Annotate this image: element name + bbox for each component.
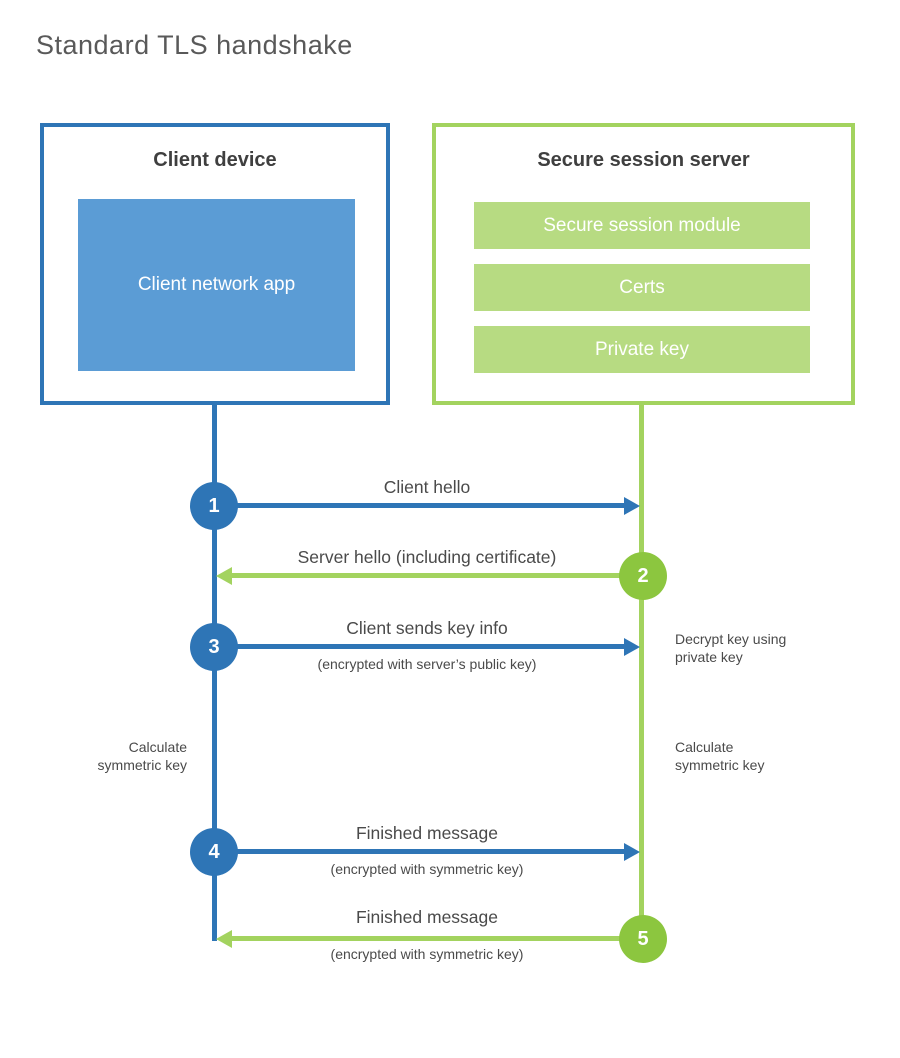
secure-session-server-heading: Secure session server	[537, 149, 750, 171]
note-calculate-symmetric-key-server: Calculate symmetric key	[675, 739, 765, 773]
step-circle-3: 3	[190, 623, 238, 671]
message-label-client-hello: Client hello	[383, 477, 471, 497]
arrowhead-left-icon	[216, 930, 232, 948]
message-label-server-hello: Server hello (including certificate)	[297, 547, 557, 567]
message-sub-client-key-info: (encrypted with server’s public key)	[317, 656, 537, 672]
server-module-label: Certs	[619, 276, 665, 298]
client-network-app-box: Client network app	[78, 199, 355, 371]
step-circle-2: 2	[619, 552, 667, 600]
client-lifeline	[212, 405, 217, 941]
arrowhead-right-icon	[624, 843, 640, 861]
server-module-private-key: Private key	[474, 326, 810, 373]
server-module-certs: Certs	[474, 264, 810, 311]
arrow-client-key-info	[214, 644, 624, 649]
step-number: 5	[637, 927, 649, 950]
step-number: 3	[208, 635, 220, 658]
arrowhead-left-icon	[216, 567, 232, 585]
page-title: Standard TLS handshake	[36, 30, 353, 60]
step-circle-5: 5	[619, 915, 667, 963]
arrowhead-right-icon	[624, 638, 640, 656]
step-number: 2	[637, 564, 649, 587]
server-module-secure-session: Secure session module	[474, 202, 810, 249]
note-calculate-symmetric-key-client: Calculate symmetric key	[97, 739, 187, 773]
server-module-label: Private key	[595, 338, 689, 360]
message-label-finished-client: Finished message	[355, 823, 499, 843]
step-circle-4: 4	[190, 828, 238, 876]
client-device-heading: Client device	[153, 149, 277, 171]
step-number: 4	[208, 840, 220, 863]
step-number: 1	[208, 494, 220, 517]
note-decrypt-key: Decrypt key using private key	[675, 631, 787, 665]
server-module-label: Secure session module	[543, 214, 741, 236]
message-sub-finished-client: (encrypted with symmetric key)	[330, 861, 524, 877]
message-label-client-key-info: Client sends key info	[346, 618, 508, 638]
step-circle-1: 1	[190, 482, 238, 530]
arrow-client-hello	[214, 503, 624, 508]
arrow-finished-server	[232, 936, 643, 941]
arrowhead-right-icon	[624, 497, 640, 515]
client-network-app-label: Client network app	[137, 273, 296, 295]
arrow-finished-client	[214, 849, 624, 854]
server-lifeline	[639, 405, 644, 942]
message-sub-finished-server: (encrypted with symmetric key)	[330, 946, 524, 962]
arrow-server-hello	[232, 573, 643, 578]
message-label-finished-server: Finished message	[355, 907, 499, 927]
